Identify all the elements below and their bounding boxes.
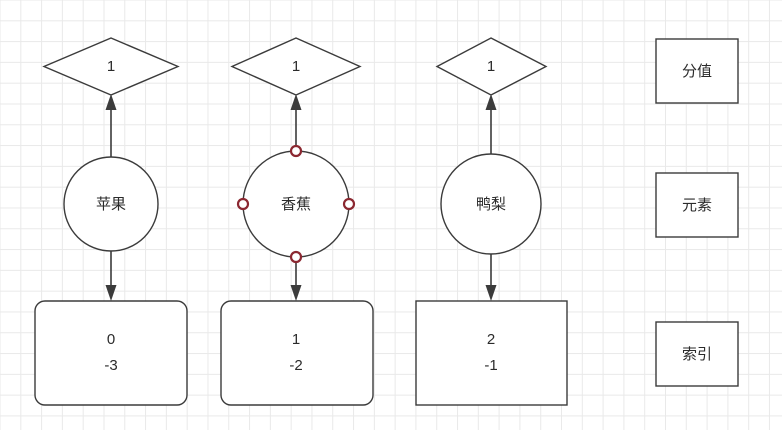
element-circle-pear[interactable] <box>440 153 542 255</box>
resize-handle-right-banana[interactable] <box>342 197 356 211</box>
element-circle-apple[interactable] <box>63 156 159 252</box>
score-label-apple: 1 <box>107 58 115 75</box>
node-group-banana[interactable]: 1 香蕉 1 -2 <box>220 37 374 406</box>
element-label-banana: 香蕉 <box>281 196 311 213</box>
index-box-apple[interactable] <box>34 300 188 406</box>
arrowhead-banana-down <box>290 285 302 301</box>
arrowhead-pear-up <box>485 94 497 110</box>
node-group-pear[interactable]: 1 鸭梨 2 -1 <box>415 37 568 406</box>
element-label-apple: 苹果 <box>96 196 126 213</box>
legend-label-index: 索引 <box>682 346 712 363</box>
arrowhead-banana-up <box>290 94 302 110</box>
legend-box-element[interactable] <box>655 172 739 238</box>
legend-group: 分值 元素 索引 <box>655 38 739 387</box>
index-line2-banana: -2 <box>289 357 302 374</box>
index-line1-banana: 1 <box>292 331 300 348</box>
score-diamond-apple[interactable] <box>42 37 180 96</box>
arrowhead-apple-up <box>105 94 117 110</box>
resize-handle-left-banana[interactable] <box>236 197 250 211</box>
resize-handle-bottom-banana[interactable] <box>289 250 303 264</box>
legend-box-score[interactable] <box>655 38 739 104</box>
legend-label-score: 分值 <box>682 63 712 80</box>
index-box-banana[interactable] <box>220 300 374 406</box>
resize-handle-top-banana[interactable] <box>289 144 303 158</box>
index-line1-pear: 2 <box>487 331 495 348</box>
index-line2-pear: -1 <box>484 357 497 374</box>
score-label-banana: 1 <box>292 58 300 75</box>
index-box-pear[interactable] <box>415 300 568 406</box>
legend-box-index[interactable] <box>655 321 739 387</box>
arrowhead-pear-down <box>485 285 497 301</box>
index-line1-apple: 0 <box>107 331 115 348</box>
node-group-apple[interactable]: 1 苹果 0 -3 <box>34 37 188 406</box>
element-label-pear: 鸭梨 <box>476 196 506 213</box>
score-diamond-banana[interactable] <box>230 37 362 96</box>
arrowhead-apple-down <box>105 285 117 301</box>
score-label-pear: 1 <box>487 58 495 75</box>
legend-label-element: 元素 <box>682 197 712 214</box>
score-diamond-pear[interactable] <box>435 37 548 96</box>
index-line2-apple: -3 <box>104 357 117 374</box>
